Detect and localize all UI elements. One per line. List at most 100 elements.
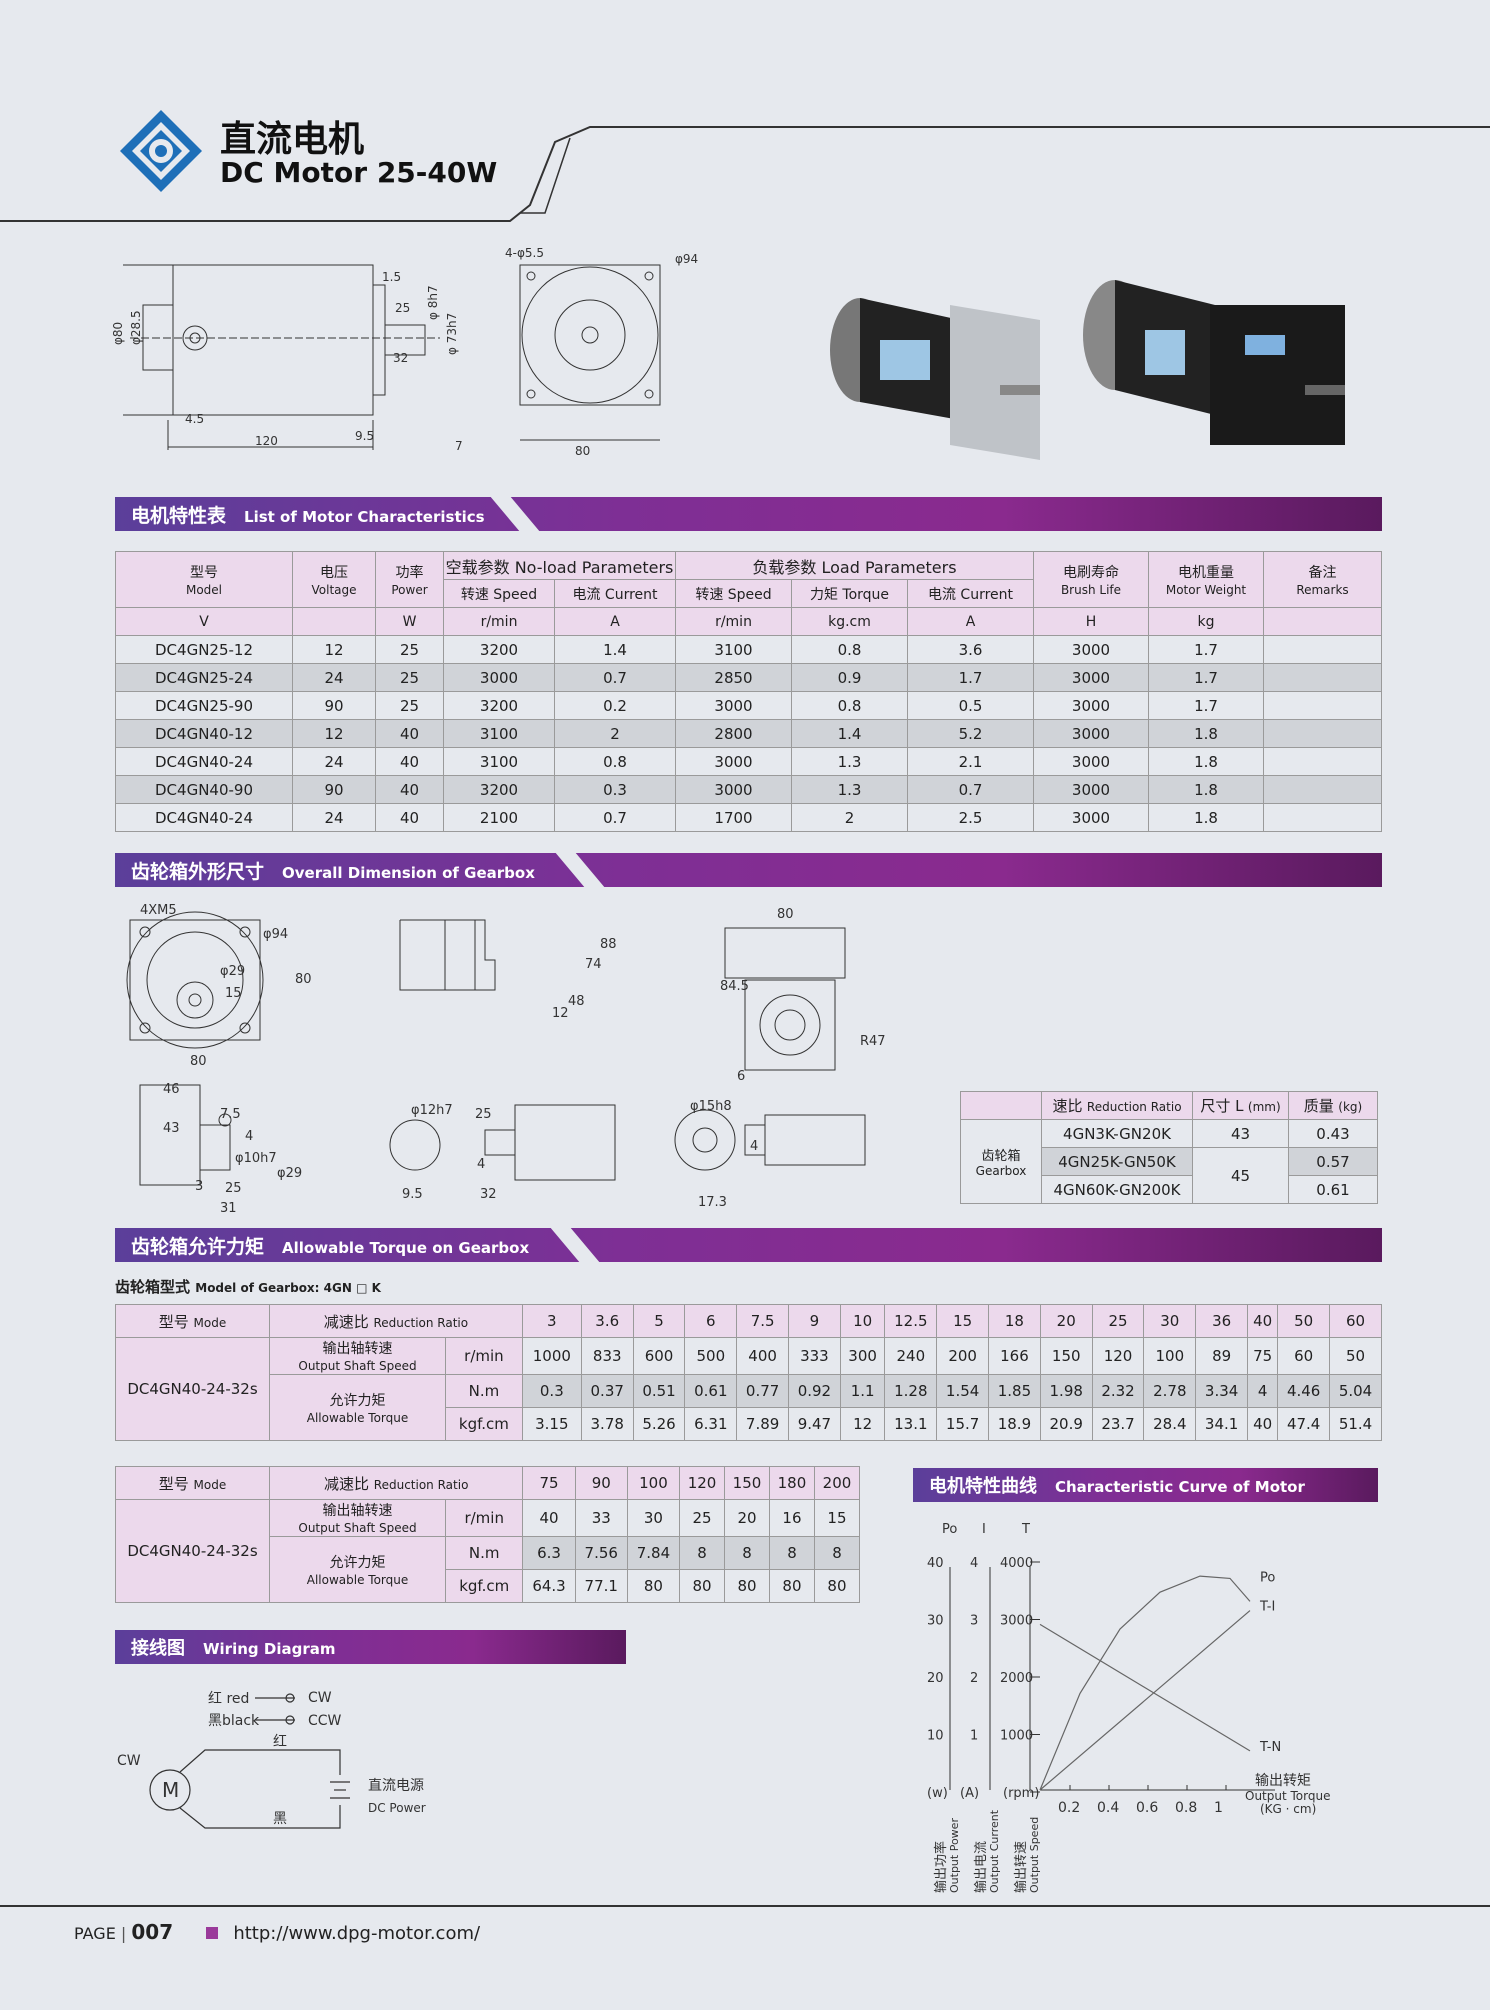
axis-title: Po bbox=[942, 1522, 957, 1537]
svg-text:M: M bbox=[162, 1778, 179, 1802]
svg-text:7.5: 7.5 bbox=[220, 1107, 241, 1122]
torque-value-cell: 60 bbox=[1277, 1337, 1331, 1375]
value-cell: 1.8 bbox=[1148, 803, 1264, 832]
torque-value-cell: 2.78 bbox=[1143, 1374, 1197, 1408]
torque-value-cell: 3.15 bbox=[521, 1407, 582, 1441]
svg-text:R47: R47 bbox=[860, 1034, 886, 1049]
value-cell: 0.8 bbox=[554, 747, 676, 776]
svg-text:25: 25 bbox=[395, 301, 410, 315]
tick-label: 1 bbox=[1214, 1800, 1223, 1816]
gearbox-dimension-table: 速比 Reduction Ratio 尺寸 L (mm) 质量 (kg) 齿轮箱… bbox=[960, 1091, 1378, 1204]
torque-value-cell: 28.4 bbox=[1143, 1407, 1197, 1441]
value-cell: 1.8 bbox=[1148, 747, 1264, 776]
svg-text:φ80: φ80 bbox=[111, 322, 125, 345]
series-line-Po bbox=[1039, 1575, 1251, 1791]
value-cell: 1.7 bbox=[907, 663, 1034, 692]
torque-value-cell: 100 bbox=[626, 1466, 681, 1500]
torque-value-cell: 80 bbox=[626, 1569, 681, 1603]
torque-value-cell: 47.4 bbox=[1277, 1407, 1331, 1441]
series-line-T-N bbox=[1039, 1623, 1251, 1752]
series-label: T-I bbox=[1259, 1600, 1275, 1615]
value-cell: 25 bbox=[375, 663, 444, 692]
value-cell: 3000 bbox=[1033, 775, 1149, 804]
torque-value-cell: 9.47 bbox=[788, 1407, 841, 1441]
page-subtitle: DC Motor 25-40W bbox=[220, 156, 498, 189]
x-axis-label: (KG · cm) bbox=[1260, 1802, 1316, 1816]
tick-label: 2 bbox=[970, 1671, 978, 1686]
svg-text:12: 12 bbox=[552, 1006, 569, 1021]
torque-value-cell: 20 bbox=[1039, 1304, 1093, 1338]
tick-label: 4 bbox=[970, 1556, 978, 1571]
torque-value-cell: 90 bbox=[574, 1466, 628, 1500]
torque-value-cell: 6 bbox=[684, 1304, 738, 1338]
torque-value-cell: 18 bbox=[988, 1304, 1041, 1338]
svg-text:25: 25 bbox=[225, 1181, 242, 1196]
torque-value-cell: 1.85 bbox=[988, 1374, 1041, 1408]
torque-value-cell: 40 bbox=[1247, 1304, 1279, 1338]
svg-text:黑black: 黑black bbox=[208, 1713, 260, 1729]
torque-value-cell: 30 bbox=[1143, 1304, 1197, 1338]
value-cell: 3200 bbox=[443, 635, 555, 664]
tick-label: 3000 bbox=[1000, 1614, 1033, 1629]
value-cell: 1.8 bbox=[1148, 719, 1264, 748]
torque-value-cell: 5 bbox=[632, 1304, 686, 1338]
torque-value-cell: 25 bbox=[1091, 1304, 1145, 1338]
value-cell: 5.2 bbox=[907, 719, 1034, 748]
value-cell: 2850 bbox=[675, 663, 792, 692]
svg-text:4: 4 bbox=[245, 1129, 253, 1144]
torque-value-cell: 200 bbox=[813, 1466, 861, 1500]
value-cell: 24 bbox=[292, 663, 376, 692]
torque-value-cell: 0.3 bbox=[521, 1374, 582, 1408]
svg-text:88: 88 bbox=[600, 937, 617, 952]
value-cell: 3000 bbox=[675, 747, 792, 776]
value-cell: 3000 bbox=[1033, 635, 1149, 664]
torque-value-cell: 18.9 bbox=[988, 1407, 1041, 1441]
value-cell: 2100 bbox=[443, 803, 555, 832]
torque-value-cell: 100 bbox=[1143, 1337, 1197, 1375]
torque-value-cell: 400 bbox=[736, 1337, 790, 1375]
footer-rule bbox=[0, 1905, 1490, 1907]
torque-value-cell: 8 bbox=[724, 1536, 770, 1570]
torque-value-cell: 1000 bbox=[521, 1337, 582, 1375]
tick-label: 1 bbox=[970, 1729, 978, 1744]
wiring-diagram: 红 red 黑black CW CCW 红 黑 CW M 直流电源 DC Pow… bbox=[117, 1690, 426, 1829]
model-cell: DC4GN40-24 bbox=[115, 747, 293, 776]
torque-value-cell: 1.28 bbox=[884, 1374, 938, 1408]
torque-value-cell: 8 bbox=[768, 1536, 815, 1570]
model-cell: DC4GN25-12 bbox=[115, 635, 293, 664]
torque-value-cell: 0.51 bbox=[632, 1374, 686, 1408]
series-label: T-N bbox=[1259, 1740, 1281, 1755]
torque-value-cell: 50 bbox=[1329, 1337, 1382, 1375]
torque-value-cell: 3.78 bbox=[580, 1407, 634, 1441]
tick-label: (w) bbox=[927, 1786, 948, 1801]
torque-value-cell: 0.61 bbox=[684, 1374, 738, 1408]
torque-value-cell: 2.32 bbox=[1091, 1374, 1145, 1408]
motor-photo bbox=[820, 270, 1040, 460]
svg-text:φ 8h7: φ 8h7 bbox=[426, 285, 440, 320]
model-cell: DC4GN25-24 bbox=[115, 663, 293, 692]
value-cell bbox=[1263, 691, 1382, 720]
svg-text:φ28.5: φ28.5 bbox=[129, 310, 143, 345]
value-cell: 0.3 bbox=[554, 775, 676, 804]
torque-value-cell: 80 bbox=[768, 1569, 815, 1603]
svg-text:红 red: 红 red bbox=[208, 1691, 249, 1707]
torque-value-cell: 833 bbox=[580, 1337, 634, 1375]
torque-value-cell: 9 bbox=[788, 1304, 841, 1338]
tick-label: 0.4 bbox=[1097, 1800, 1119, 1816]
value-cell: 2.1 bbox=[907, 747, 1034, 776]
svg-text:直流电源: 直流电源 bbox=[368, 1777, 424, 1794]
value-cell bbox=[1263, 775, 1382, 804]
value-cell: 2.5 bbox=[907, 803, 1034, 832]
value-cell: 24 bbox=[292, 747, 376, 776]
page-label: PAGE bbox=[74, 1924, 116, 1943]
torque-value-cell: 15 bbox=[813, 1499, 861, 1537]
torque-value-cell: 1.98 bbox=[1039, 1374, 1093, 1408]
svg-text:80: 80 bbox=[295, 972, 312, 987]
torque-value-cell: 4 bbox=[1247, 1374, 1279, 1408]
website-link[interactable]: http://www.dpg-motor.com/ bbox=[233, 1923, 481, 1944]
value-cell: 0.9 bbox=[791, 663, 908, 692]
